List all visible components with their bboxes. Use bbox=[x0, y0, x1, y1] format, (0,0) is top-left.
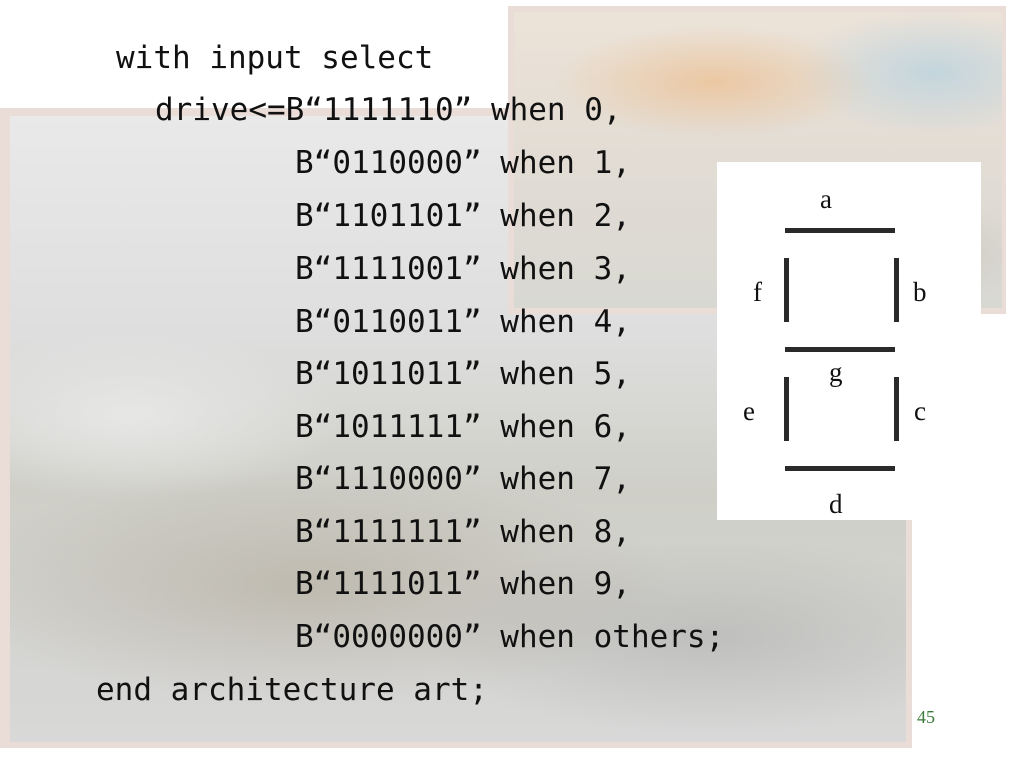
segment-label-d: d bbox=[829, 489, 843, 519]
code-line: B“1101101” when 2, bbox=[295, 198, 631, 234]
segment-label-b: b bbox=[913, 277, 927, 307]
page-number: 45 bbox=[917, 707, 935, 727]
code-line: drive<=B“1111110” when 0, bbox=[155, 92, 622, 128]
code-line: B“0110011” when 4, bbox=[295, 304, 631, 340]
code-line: B“0000000” when others; bbox=[295, 619, 725, 655]
seven-segment-diagram: a f b g e c d bbox=[717, 162, 981, 520]
segment-label-c: c bbox=[914, 396, 926, 426]
code-line: B“1111011” when 9, bbox=[295, 566, 631, 602]
segment-f bbox=[784, 258, 789, 322]
segment-e bbox=[784, 377, 789, 441]
code-line: B“1011111” when 6, bbox=[295, 409, 631, 445]
segment-label-g: g bbox=[829, 357, 843, 387]
code-line: B“1110000” when 7, bbox=[295, 461, 631, 497]
segment-label-f: f bbox=[753, 277, 762, 307]
segment-label-a: a bbox=[820, 184, 832, 214]
code-line: B“1011011” when 5, bbox=[295, 356, 631, 392]
code-line: B“1111001” when 3, bbox=[295, 251, 631, 287]
segment-label-e: e bbox=[743, 396, 755, 426]
code-line: B“0110000” when 1, bbox=[295, 145, 631, 181]
segment-g bbox=[785, 347, 895, 352]
code-line: with input select bbox=[116, 40, 434, 76]
segment-b bbox=[894, 258, 899, 322]
segment-c bbox=[894, 377, 899, 441]
segment-d bbox=[785, 466, 895, 471]
segment-a bbox=[785, 228, 895, 233]
code-line: end architecture art; bbox=[96, 672, 488, 708]
code-line: B“1111111” when 8, bbox=[295, 514, 631, 550]
